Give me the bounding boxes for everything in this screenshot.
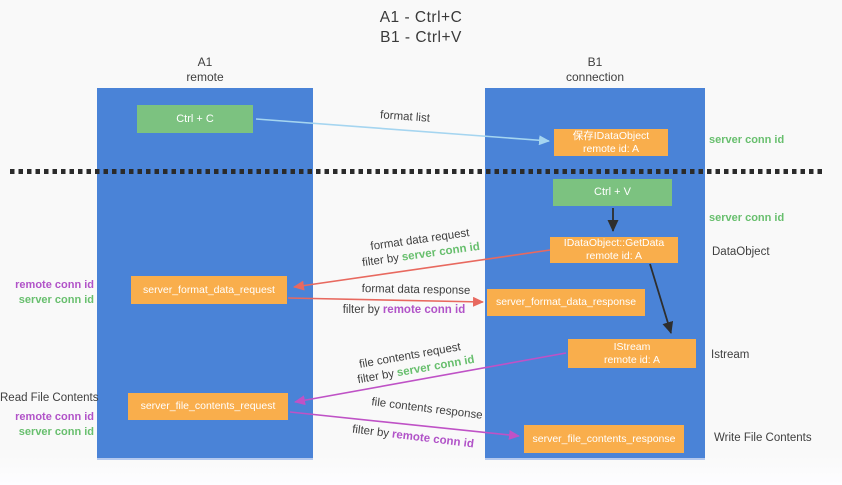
label-remote-conn-id-bottom: remote conn id [15,411,94,423]
node-save-idataobject: 保存IDataObject remote id: A [554,129,668,156]
remote-conn-id-accent: remote conn id [391,428,475,451]
node-server-format-data-request: server_format_data_request [131,276,287,304]
node-istream-line2: remote id: A [603,353,661,366]
label-dataobject: DataObject [712,246,770,258]
node-istream-line1: IStream [613,340,651,353]
label-remote-conn-id-top: remote conn id [15,279,94,291]
label-server-conn-id-mid: server conn id [709,212,785,224]
node-getdata-line2: remote id: A [585,250,643,262]
lane-header-b1: B1 connection [495,55,695,85]
title-line-1: A1 - Ctrl+C [379,9,463,26]
lane-a1-name: A1 [197,55,213,69]
title-line-2: B1 - Ctrl+V [380,29,462,46]
node-save-idataobject-line1: 保存IDataObject [572,129,650,142]
filter-by-text: filter by [342,304,380,316]
label-server-conn-id-left-top: server conn id [18,294,94,306]
node-server-file-contents-request: server_file_contents_request [128,393,288,420]
lane-a1-role: remote [186,70,224,84]
flow-label-format-data-response: format data response [361,283,471,297]
label-server-conn-id-top: server conn id [709,134,785,146]
arrow-format-data-response [287,296,484,307]
filter-by-text: filter by [361,252,400,270]
node-save-idataobject-line2: remote id: A [582,142,640,155]
flow-label-format-list: format list [379,109,431,125]
lane-b1-role: connection [565,70,625,84]
label-server-conn-id-left-bottom: server conn id [18,426,94,438]
phase-separator-line [10,169,825,174]
flow-label-file-contents-response: file contents response [370,396,484,422]
diagram-title: A1 - Ctrl+C B1 - Ctrl+V [0,8,842,48]
label-istream: Istream [711,349,750,361]
remote-conn-id-accent: remote conn id [382,304,466,316]
node-idataobject-getdata: IDataObject::GetData remote id: A [550,237,678,263]
filter-by-text: filter by [356,367,396,387]
node-server-format-data-response: server_format_data_response [487,289,645,316]
node-ctrl-v: Ctrl + V [553,179,672,206]
node-ctrl-c: Ctrl + C [137,105,253,133]
node-server-file-contents-response: server_file_contents_response [524,425,684,453]
label-write-file-contents: Write File Contents [714,432,812,444]
lane-b1-name: B1 [587,55,603,69]
filter-by-text: filter by [351,423,390,441]
node-istream: IStream remote id: A [568,339,696,368]
node-getdata-line1: IDataObject::GetData [563,237,665,249]
lane-header-a1: A1 remote [105,55,305,85]
label-read-file-contents: Read File Contents [0,392,99,404]
